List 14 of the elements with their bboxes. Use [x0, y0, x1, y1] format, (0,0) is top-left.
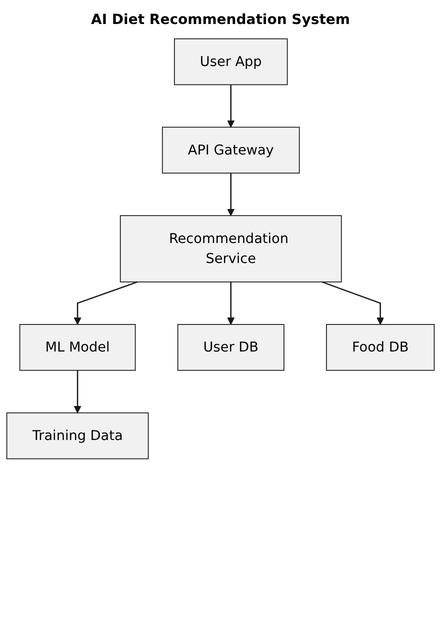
- node-box: Food DB: [326, 324, 435, 371]
- arrow: [227, 173, 235, 216]
- node-box: ML Model: [19, 324, 136, 371]
- diagram-title: AI Diet Recommendation System: [90, 12, 351, 28]
- arrow: [74, 370, 82, 414]
- node-box: Recommendation Service: [120, 215, 342, 282]
- arrow: [74, 281, 138, 325]
- node-box: Training Data: [6, 412, 149, 460]
- node-box: User App: [174, 38, 288, 86]
- arrow: [322, 281, 384, 325]
- node-box: API Gateway: [162, 126, 300, 174]
- node-box: User DB: [177, 324, 284, 371]
- arrow: [227, 282, 235, 325]
- arrow: [227, 84, 235, 128]
